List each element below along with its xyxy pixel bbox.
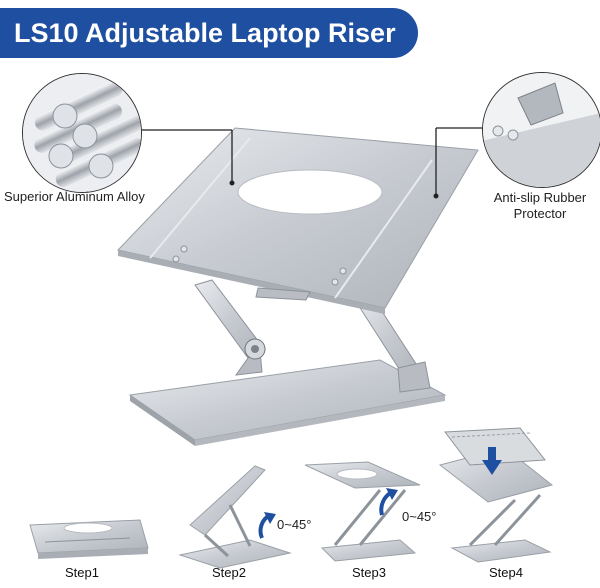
laptop-tray [117, 127, 479, 309]
aluminum-callout: Superior Aluminum Alloy [4, 189, 145, 204]
rubber-callout: Anti-slip Rubber Protector [480, 190, 600, 222]
product-title: LS10 Adjustable Laptop Riser [14, 18, 396, 48]
step2-illustration [178, 465, 292, 569]
step4-illustration [438, 427, 554, 563]
rubber-callout-line2: Protector [513, 206, 567, 221]
step3-illustration [304, 461, 421, 562]
ventilation-cutout [237, 169, 383, 215]
rubber-protector-detail-circle [482, 72, 600, 188]
rubber-protector-icon [483, 73, 600, 187]
step1-label: Step1 [65, 565, 99, 580]
product-title-banner: LS10 Adjustable Laptop Riser [0, 8, 418, 58]
aluminum-rods-icon [23, 74, 141, 192]
step4-label: Step4 [489, 565, 523, 580]
step2-angle-label: 0~45° [277, 517, 312, 532]
step3-angle-label: 0~45° [402, 509, 437, 524]
step1-illustration [29, 519, 149, 559]
step2-label: Step2 [212, 565, 246, 580]
step4-down-arrow [488, 447, 496, 461]
rubber-callout-line1: Anti-slip Rubber [493, 190, 587, 205]
step3-label: Step3 [352, 565, 386, 580]
aluminum-detail-circle [22, 73, 142, 193]
